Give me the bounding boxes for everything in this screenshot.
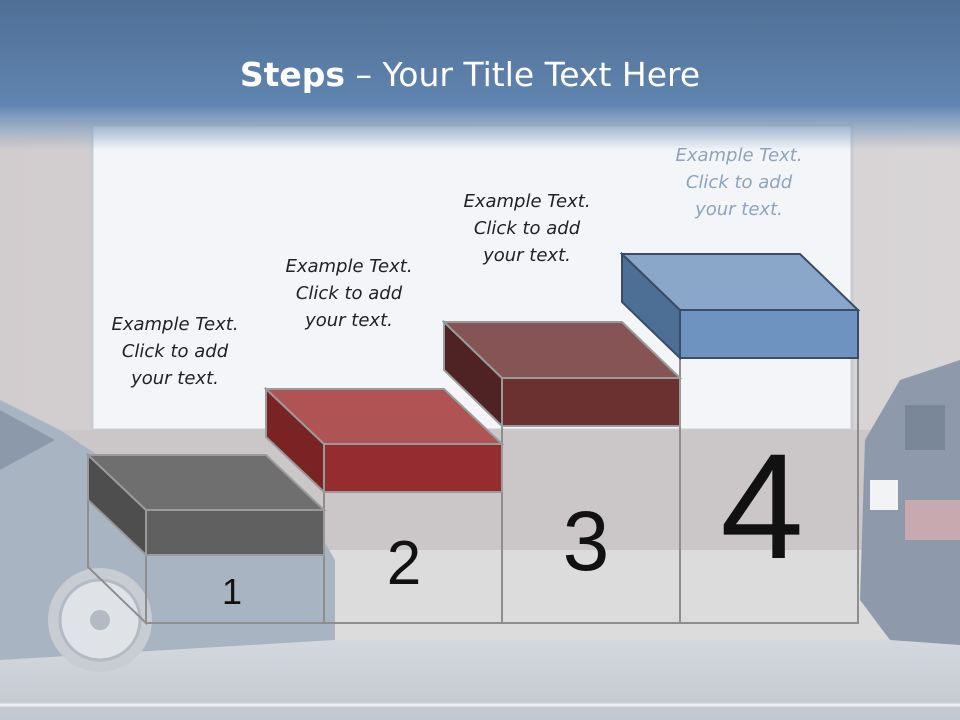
title-band [0,0,960,150]
step-caption-4[interactable]: Example Text. Click to add your text. [654,142,824,223]
caption-line: Click to add [295,283,403,304]
caption-line: your text. [131,368,219,389]
step-caption-2[interactable]: Example Text. Click to add your text. [264,253,434,334]
step-block-3[interactable] [441,319,683,429]
step-number-4: 4 [720,422,803,590]
right-car [860,360,960,645]
step-number-1: 1 [222,571,242,612]
caption-line: your text. [305,310,393,331]
caption-line: Example Text. [675,145,803,166]
step-block-4[interactable] [619,251,861,361]
step-caption-1[interactable]: Example Text. Click to add your text. [90,311,260,392]
caption-line: your text. [483,245,571,266]
caption-line: Click to add [685,172,793,193]
step-caption-3[interactable]: Example Text. Click to add your text. [442,188,612,269]
caption-line: Example Text. [463,191,591,212]
caption-line: Example Text. [285,256,413,277]
slide-title[interactable]: Steps – Your Title Text Here [0,55,940,94]
caption-line: Click to add [473,218,581,239]
caption-line: your text. [695,199,783,220]
caption-line: Click to add [121,341,229,362]
step-number-3: 3 [563,494,610,588]
road [0,640,960,720]
step-block-1[interactable] [85,452,327,558]
title-rest: – Your Title Text Here [345,55,701,94]
caption-line: Example Text. [111,314,239,335]
title-bold: Steps [239,55,346,94]
step-number-2: 2 [387,529,421,598]
step-block-2[interactable] [263,386,505,495]
